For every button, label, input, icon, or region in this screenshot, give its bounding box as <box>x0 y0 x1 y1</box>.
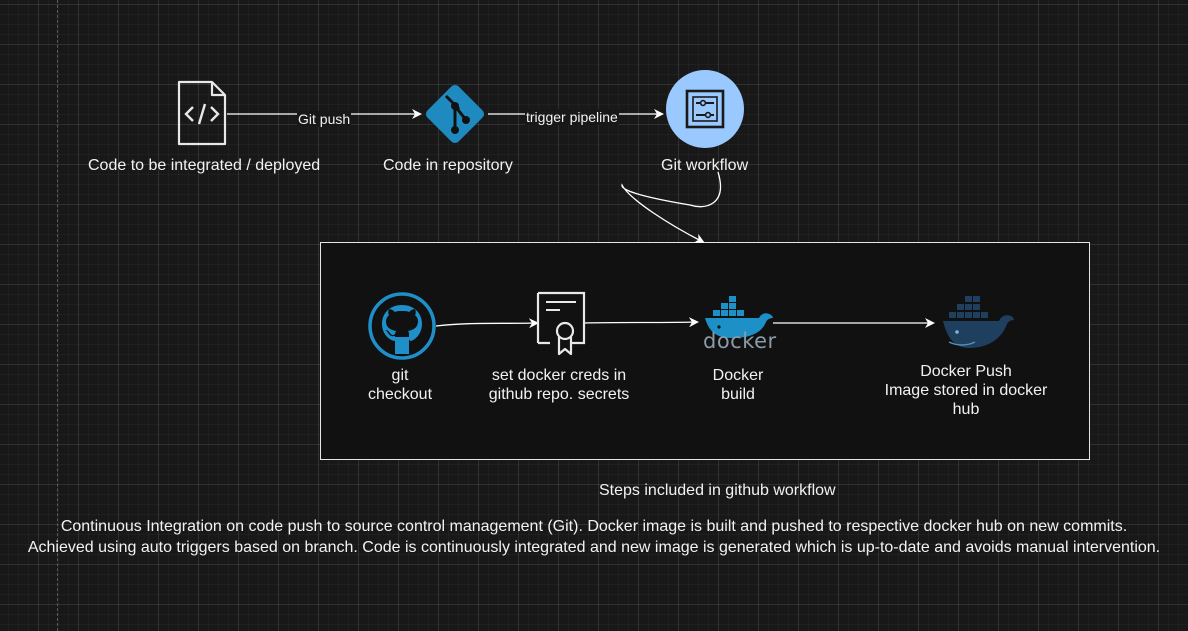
step-label-secrets: set docker creds in github repo. secrets <box>488 367 630 403</box>
certificate-icon[interactable] <box>536 291 586 357</box>
code-file-icon[interactable] <box>177 80 227 146</box>
workflow-steps-box[interactable] <box>320 242 1090 460</box>
description-line-2: Achieved using auto triggers based on br… <box>27 539 1161 556</box>
workflow-box-caption: Steps included in github workflow <box>599 482 836 499</box>
step-label-push: Docker Push Image stored in docker hub <box>884 363 1048 418</box>
github-icon[interactable] <box>367 291 437 361</box>
code-label: Code to be integrated / deployed <box>88 157 321 174</box>
description-line-1: Continuous Integration on code push to s… <box>60 518 1128 535</box>
workflow-label: Git workflow <box>661 157 749 174</box>
workflow-icon[interactable] <box>665 69 745 149</box>
docker-whale-icon[interactable] <box>941 294 1015 354</box>
edge-workflow-to-steps <box>621 171 721 243</box>
docker-logo-icon[interactable] <box>701 294 775 354</box>
edge-label-trigger-pipeline: trigger pipeline <box>525 109 619 125</box>
edge-label-git-push: Git push <box>297 111 352 127</box>
page-guide-line <box>57 0 58 631</box>
step-label-checkout: git checkout <box>367 367 433 403</box>
git-branch-icon[interactable] <box>421 80 489 148</box>
step-label-build: Docker build <box>712 367 764 403</box>
docker-wordmark: docker <box>703 329 777 353</box>
repo-label: Code in repository <box>383 157 513 174</box>
